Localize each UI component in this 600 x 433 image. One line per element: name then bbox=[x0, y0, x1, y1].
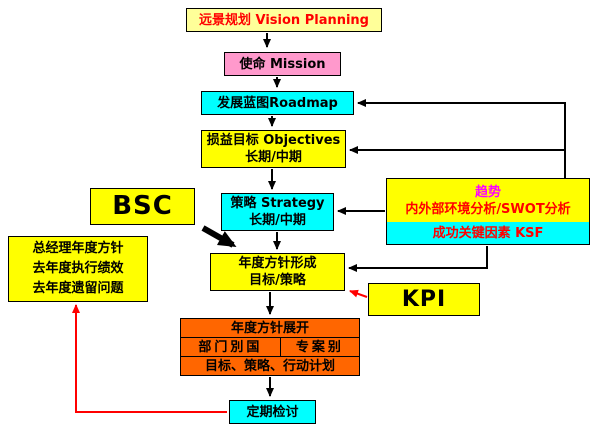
analysis-ksf-label: 成功关键因素 KSF bbox=[387, 222, 589, 244]
deployment-by-project-cell: 专案别 bbox=[295, 339, 344, 355]
arrow-analysis-to-roadmap bbox=[357, 99, 566, 178]
inputs-line2: 去年度执行绩效 bbox=[32, 261, 124, 276]
node-bsc: BSC bbox=[90, 188, 195, 225]
node-objectives-line1: 损益目标 Objectives bbox=[206, 133, 341, 148]
node-analysis: 趋势 内外部环境分析/SWOT分析 成功关键因素 KSF bbox=[386, 178, 590, 245]
analysis-swot-label: 内外部环境分析/SWOT分析 bbox=[405, 201, 571, 217]
node-annual-inputs: 总经理年度方针 去年度执行绩效 去年度遗留问题 bbox=[8, 236, 148, 302]
node-policy-deployment: 年度方针展开 部门別国 专案别 目标、策略、行动计划 bbox=[180, 318, 360, 376]
node-vision-planning: 远景规划 Vision Planning bbox=[186, 8, 382, 32]
node-roadmap: 发展蓝图Roadmap bbox=[201, 91, 354, 115]
node-strategy: 策略 Strategy 长期/中期 bbox=[221, 193, 334, 231]
node-mission: 使命 Mission bbox=[224, 52, 341, 76]
analysis-top-section: 趋势 内外部环境分析/SWOT分析 bbox=[387, 179, 589, 222]
node-strategy-line1: 策略 Strategy bbox=[230, 196, 325, 211]
node-periodic-review: 定期检讨 bbox=[229, 400, 316, 424]
node-objectives: 损益目标 Objectives 长期/中期 bbox=[201, 130, 346, 168]
inputs-line3: 去年度遗留问题 bbox=[32, 281, 124, 296]
arrow-kpi-to-policy bbox=[349, 289, 368, 298]
node-strategy-line2: 长期/中期 bbox=[249, 213, 306, 228]
node-objectives-line2: 长期/中期 bbox=[245, 150, 302, 165]
arrow-analysis-to-policy bbox=[348, 246, 488, 272]
deployment-bottom-row: 目标、策略、行动计划 bbox=[204, 358, 335, 374]
node-kpi: KPI bbox=[368, 283, 480, 316]
deployment-middle-row: 部门別国 专案别 bbox=[181, 338, 359, 357]
deployment-title: 年度方针展开 bbox=[181, 319, 359, 338]
node-policy-formation: 年度方针形成 目标/策略 bbox=[210, 253, 345, 291]
policy-formation-line1: 年度方针形成 bbox=[238, 256, 317, 271]
policy-formation-line2: 目标/策略 bbox=[249, 273, 306, 288]
analysis-trend-label: 趋势 bbox=[474, 184, 501, 200]
inputs-line1: 总经理年度方针 bbox=[32, 241, 124, 256]
deployment-by-department-cell: 部门別国 bbox=[181, 338, 281, 356]
